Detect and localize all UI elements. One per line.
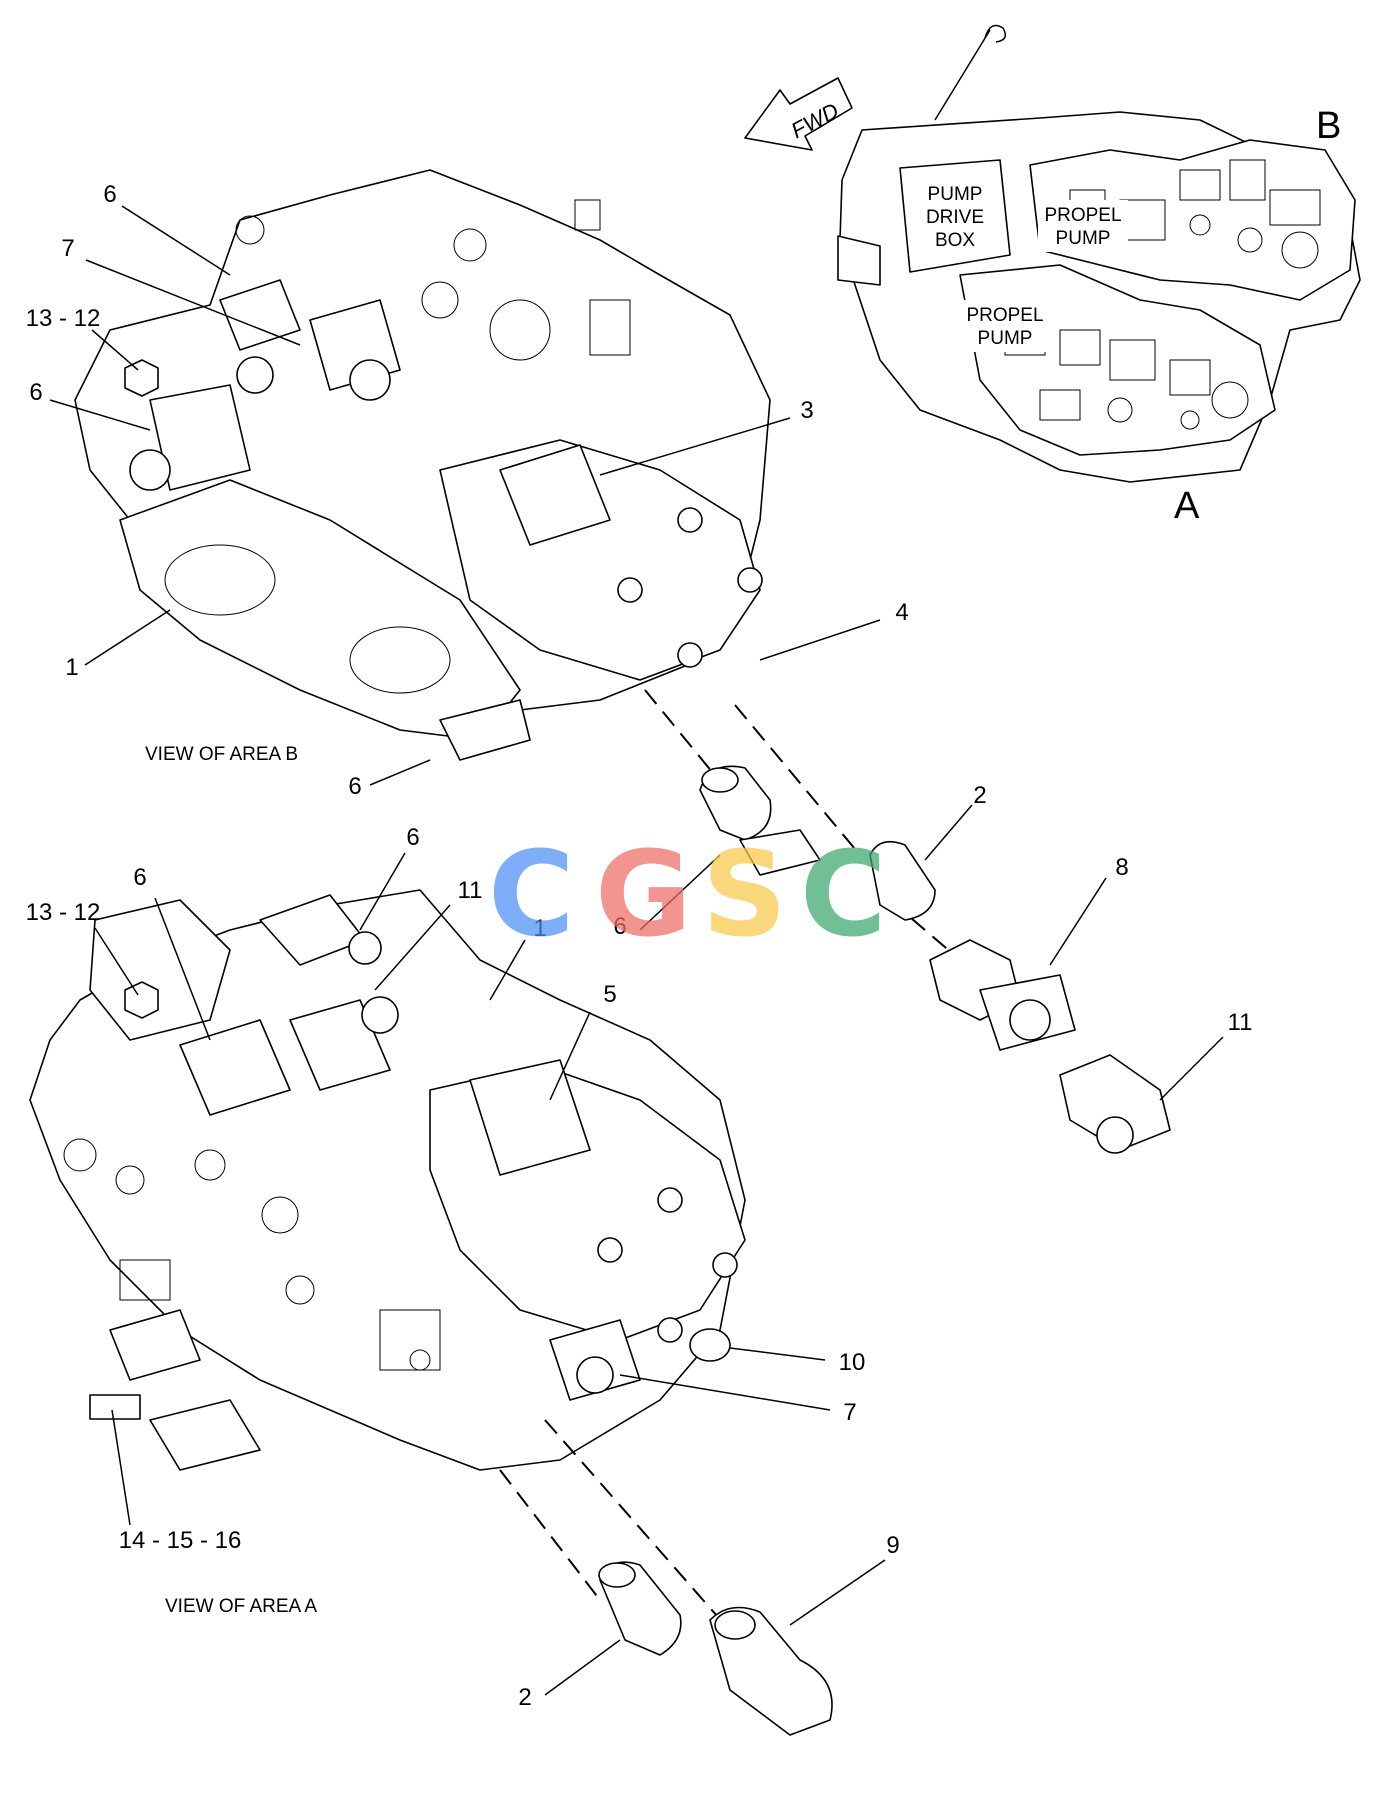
watermark-letter: S <box>702 825 787 963</box>
view-b-callouts: 6 7 13 - 12 6 3 4 1 6 2 6 8 11 <box>26 181 1253 1036</box>
callout-label: 14 - 15 - 16 <box>119 1527 242 1554</box>
upper-propel-pump-label-1: PROPEL <box>1044 205 1121 226</box>
fitting-9 <box>709 1606 833 1736</box>
lower-fitting <box>439 699 531 761</box>
view-a-leaders <box>94 852 886 1696</box>
callout-label: 7 <box>61 235 74 262</box>
upper-propel-pump-label-2: PUMP <box>1056 228 1111 249</box>
area-b-sensor-block <box>499 444 611 546</box>
bolt <box>677 507 703 533</box>
callout-label: 11 <box>458 877 483 904</box>
callout-label: 13 - 12 <box>26 899 101 926</box>
watermark-letter: C <box>800 825 887 963</box>
callout-label: 5 <box>603 981 616 1008</box>
lower-propel-pump-label-1: PROPEL <box>966 305 1043 326</box>
pump-drive-box <box>899 159 1011 273</box>
harness-plug <box>89 1394 141 1420</box>
port-block <box>219 279 301 351</box>
pump-drive-box-label-3: BOX <box>935 230 975 251</box>
callout-label: 6 <box>103 181 116 208</box>
lower-propel-pump-label-2: PUMP <box>978 328 1033 349</box>
assembly-line <box>499 1469 601 1601</box>
flange-bore <box>164 544 276 616</box>
port-7 <box>576 1356 614 1394</box>
hex-plug <box>124 981 159 1019</box>
callout-label: 10 <box>839 1349 866 1376</box>
callout-label: 7 <box>843 1399 856 1426</box>
dipstick-handle <box>934 24 1007 121</box>
area-a-solenoid <box>179 1019 291 1116</box>
area-b-marker: B <box>1316 105 1341 147</box>
callout-label: 9 <box>886 1532 899 1559</box>
callout-label: 6 <box>29 379 42 406</box>
callout-label: 2 <box>973 782 986 809</box>
hex-plug <box>124 359 159 397</box>
fitting-9-face <box>714 1610 756 1640</box>
area-a-connector <box>109 1309 201 1381</box>
fitting-8-port <box>1009 999 1051 1041</box>
bolt <box>617 577 643 603</box>
lower-pump-label-bg <box>960 300 1050 352</box>
callout-label: 6 <box>406 824 419 851</box>
fitting-11 <box>1059 1054 1171 1151</box>
view-area-a-illustration <box>29 889 833 1736</box>
callout-label: 6 <box>133 864 146 891</box>
callout-label: 4 <box>895 599 908 626</box>
bolt <box>657 1317 683 1343</box>
area-a-sender <box>149 1399 261 1471</box>
port-fitting <box>361 996 399 1034</box>
view-a-callouts: 6 6 11 1 13 - 12 5 10 7 14 - 15 - 16 9 2 <box>26 824 900 1711</box>
overview-illustration: FWD PUMP DRIVE BOX PROPEL PUMP PROPEL PU… <box>744 24 1361 527</box>
callout-label: 6 <box>613 913 626 940</box>
view-b-leaders <box>49 205 1224 1101</box>
pump-drive-box-label-1: PUMP <box>928 184 983 205</box>
bolt <box>597 1237 623 1263</box>
port-fitting <box>349 359 391 401</box>
view-b-caption: VIEW OF AREA B <box>145 744 298 765</box>
fitting-2-face <box>598 1562 636 1588</box>
fitting-2 <box>869 840 936 921</box>
fitting-11-port <box>1096 1116 1134 1154</box>
upper-pump-label-bg <box>1038 200 1128 252</box>
callout-label: 3 <box>800 397 813 424</box>
fitting-6-body <box>739 829 821 876</box>
callout-label: 1 <box>533 915 546 942</box>
callout-label: 8 <box>1115 854 1128 881</box>
port-10 <box>689 1328 731 1362</box>
frame-bracket <box>837 235 881 286</box>
pump-drive-box-label-2: DRIVE <box>926 207 984 228</box>
assembly-line <box>544 1419 726 1626</box>
watermark-logo: C G S C <box>488 825 887 963</box>
bolt <box>657 1187 683 1213</box>
forward-arrow <box>744 77 853 151</box>
watermark-letter: G <box>595 825 692 963</box>
bolt <box>712 1252 738 1278</box>
watermark-letter: C <box>488 825 575 963</box>
callout-label: 1 <box>65 654 78 681</box>
view-a-caption: VIEW OF AREA A <box>165 1596 317 1617</box>
callout-label: 2 <box>518 1684 531 1711</box>
area-a-sensor-block <box>469 1059 591 1176</box>
solenoid-cap <box>129 449 171 491</box>
bolt <box>737 567 763 593</box>
bolt <box>677 642 703 668</box>
view-area-b-illustration <box>74 169 1171 1154</box>
area-a-marker: A <box>1174 485 1200 527</box>
flange-bore <box>349 626 451 694</box>
port-fitting <box>236 356 274 394</box>
callout-label: 13 - 12 <box>26 305 101 332</box>
port-fitting <box>348 931 382 965</box>
callout-label: 11 <box>1228 1009 1253 1036</box>
callout-label: 6 <box>348 773 361 800</box>
upper-propel-pump <box>1029 139 1356 301</box>
fitting-6-face <box>701 767 739 793</box>
assembly-line <box>734 704 861 856</box>
